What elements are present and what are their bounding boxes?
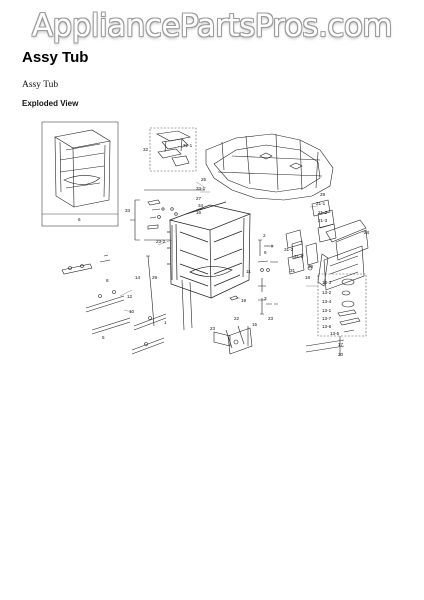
part-18-box [317,273,367,337]
callout-label: 34 [198,203,204,208]
callout-label: 13-1 [322,308,332,313]
callout-label: 31 [290,268,296,273]
callout-label: 13-6 [322,324,332,329]
callout-label: 33-1 [196,186,206,191]
main-tub [167,201,252,299]
callout-label: 5 [102,335,105,340]
callout-label: 13-4 [322,299,332,304]
part-13-components [337,278,361,333]
part-29-21-assembly [311,199,369,291]
callout-label: 3 [264,296,267,301]
callout-label: 6 [78,217,81,222]
inset-tub-frame [54,129,111,208]
callout-label: 13-3 [322,280,332,285]
callout-label: 33 [125,208,131,213]
part-33-bracket [130,199,140,241]
callout-label: 19 [241,298,247,303]
callout-label: 21-2 [318,210,328,215]
callout-label: 10 [129,309,135,314]
callout-label: 32 [143,147,149,152]
part-32-assembly [156,130,191,167]
callout-label: 8 [106,278,109,283]
callout-label: 16 [196,210,202,215]
callout-label: 13-2 [322,290,332,295]
part-32-box [149,127,197,172]
callout-label: 15 [252,322,258,327]
callout-label: 23-2 [156,239,166,244]
rail-14 [146,255,155,327]
callout-label: 31-1 [294,254,304,259]
callout-label: 21-3 [318,218,328,223]
callout-label: 6 [264,250,267,255]
callout-label: 12 [127,294,133,299]
callout-label: 29 [152,275,158,280]
callout-label: 20 [338,352,344,357]
callout-label: 22 [234,316,240,321]
callout-label: 13-7 [322,316,332,321]
callout-label: 14 [135,275,141,280]
callout-label: 30 [308,264,314,269]
inset-box [41,121,119,227]
section-heading: Exploded View [22,99,79,108]
callout-label: 32-1 [183,143,193,148]
part-17-20-rods [305,339,345,353]
screw-parts-2-6 [257,239,278,292]
callout-label: 25 [201,177,207,182]
callout-label: 27 [196,196,202,201]
callout-label: 23 [268,316,274,321]
part-31-components [285,229,319,275]
callout-label: 11 [246,269,251,274]
part-16-34-screws [147,199,178,230]
diagram-subtitle: Assy Tub [22,80,59,90]
callout-label: 13-5 [330,331,340,336]
callout-label: 23 [210,326,216,331]
callout-label: 1 [164,320,167,325]
callout-labels: 6 32 32-1 25 33-1 33 16 34 23-2 27 29 21… [78,143,370,357]
slide-rails [61,254,167,355]
callout-label: 21-1 [316,201,326,206]
page-title: Assy Tub [22,49,89,66]
callout-label: 31-2 [284,247,294,252]
lower-middle-parts [213,295,278,355]
callout-label: 17 [338,342,344,347]
callout-label: 2 [263,233,266,238]
callout-label: 18 [305,275,311,280]
callout-label: 24 [364,230,370,235]
watermark: AppliancePartsPros.com [31,8,393,44]
callout-label: 29 [320,192,326,197]
insulation-panel [205,133,334,201]
